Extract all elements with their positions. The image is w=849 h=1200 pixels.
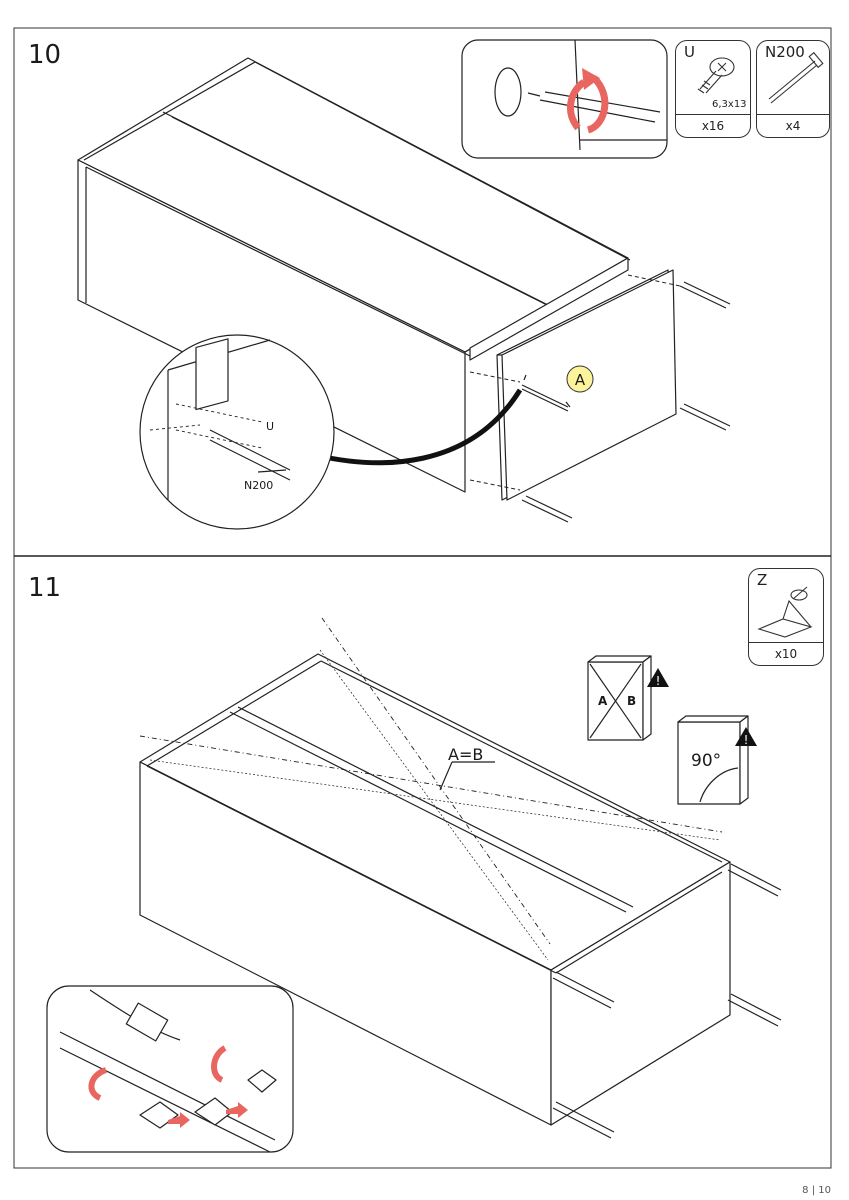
step-number-11: 11 <box>28 573 62 603</box>
step-10-illustration <box>77 39 731 530</box>
part-box-z: Z x10 <box>748 568 824 666</box>
part-qty: x4 <box>757 114 829 137</box>
cabinet-carcass <box>77 57 631 493</box>
rotate-arrow-icon <box>88 1045 227 1101</box>
diagonal-label-b: B <box>627 694 636 708</box>
detail-label-u: U <box>266 420 274 433</box>
step-number-10: 10 <box>28 40 62 70</box>
part-qty: x10 <box>749 642 823 665</box>
angle-label: 90° <box>691 751 721 771</box>
part-code: U <box>684 43 695 61</box>
warning-icon <box>647 668 669 687</box>
warning-icon <box>735 727 757 746</box>
marker-a-label: A <box>575 371 586 389</box>
arrow-right-icon <box>168 1112 190 1128</box>
connector-icon <box>757 586 813 638</box>
page-frame <box>13 27 832 1169</box>
step-11-illustration <box>46 617 782 1153</box>
diagonal-label-a: A <box>598 694 608 708</box>
leg-icon <box>768 51 824 104</box>
part-code: Z <box>757 571 768 589</box>
marker-a: A <box>566 365 594 393</box>
diagonal-check <box>587 655 652 741</box>
page-number: 8 | 10 <box>802 1185 831 1196</box>
legs <box>521 281 731 523</box>
screwdriver-inset <box>461 39 668 159</box>
measure-label: A=B <box>448 745 483 764</box>
right-angle-box <box>677 715 749 805</box>
detail-circle <box>139 334 335 530</box>
part-box-u: U 6,3x13 x16 <box>675 40 751 138</box>
screw-icon <box>697 57 735 94</box>
legs <box>552 863 782 1139</box>
part-box-n200: N200 x4 <box>756 40 830 138</box>
rotate-arrow-head <box>582 68 600 90</box>
part-code: N200 <box>765 43 805 61</box>
detail-label-n200: N200 <box>244 479 273 492</box>
warning-mark: ! <box>656 674 661 688</box>
connector-inset <box>46 985 294 1153</box>
diagonal-lines <box>139 617 723 945</box>
cabinet-open <box>139 653 731 1126</box>
part-qty: x16 <box>676 114 750 137</box>
warning-mark: ! <box>744 733 749 747</box>
arrow-right-icon <box>226 1102 248 1118</box>
part-spec: 6,3x13 <box>712 99 747 110</box>
rotate-arrow-icon <box>567 75 609 134</box>
